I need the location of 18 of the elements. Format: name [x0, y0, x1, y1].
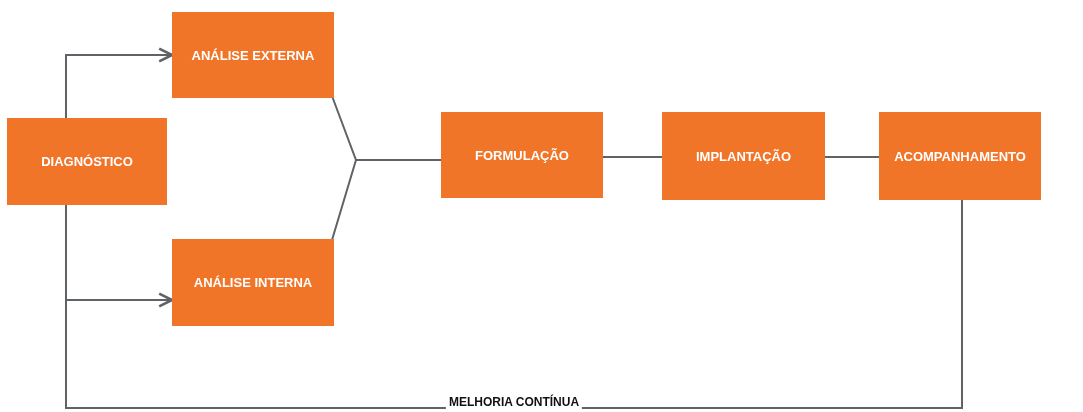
connector-line [824, 156, 880, 158]
box-label: ACOMPANHAMENTO [894, 148, 1026, 164]
box-label: DIAGNÓSTICO [41, 154, 133, 169]
process-box [441, 112, 603, 198]
process-box [172, 12, 334, 98]
process-box [172, 239, 334, 326]
process-box [879, 112, 1041, 200]
process-box [7, 118, 167, 205]
box-label: ANÁLISE INTERNA [193, 275, 313, 290]
connector-line [602, 156, 663, 158]
process-box [662, 112, 825, 200]
box-label: FORMULAÇÃO [475, 147, 569, 163]
connector-line [331, 159, 442, 241]
edge-label: MELHORIA CONTÍNUA [445, 395, 583, 409]
box-label: IMPLANTAÇÃO [695, 148, 792, 164]
arrow [65, 47, 174, 119]
box-label: ANÁLISE EXTERNA [191, 47, 315, 63]
connector-line [65, 199, 963, 409]
